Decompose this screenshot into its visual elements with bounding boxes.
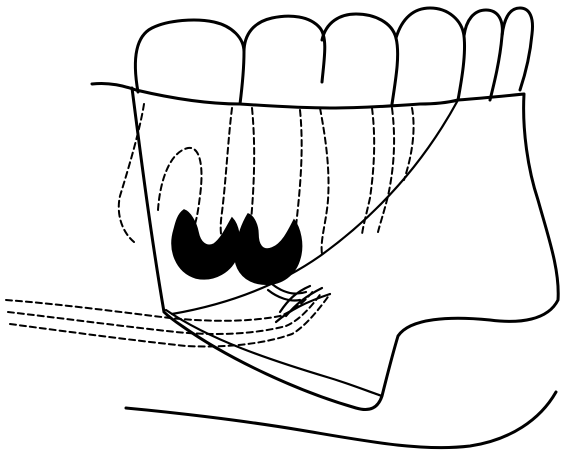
bundle-line-2 <box>272 284 306 294</box>
crypt-left <box>172 210 240 279</box>
tooth-crown-1 <box>135 20 244 104</box>
root-outline-4 <box>296 110 302 226</box>
nerve-line-3 <box>10 294 330 347</box>
lower-border <box>126 392 556 448</box>
tooth-crown-3 <box>322 14 398 104</box>
tooth-crown-5 <box>464 10 502 100</box>
section-line-oblique <box>172 100 458 314</box>
alveolar-line <box>92 83 458 108</box>
tooth-crown-6 <box>502 8 533 90</box>
root-outline-5 <box>320 108 329 254</box>
dashed-roots <box>119 104 414 254</box>
crypt-right <box>235 214 301 284</box>
tooth-crowns <box>135 8 532 104</box>
root-outline-3 <box>250 108 254 232</box>
root-outline-7 <box>378 108 394 232</box>
tooth-crown-4 <box>396 8 465 100</box>
root-outline-left <box>119 104 144 242</box>
impacted-crypts <box>172 210 302 284</box>
tooth-crown-2 <box>244 16 325 82</box>
section-line-lower <box>166 310 382 396</box>
